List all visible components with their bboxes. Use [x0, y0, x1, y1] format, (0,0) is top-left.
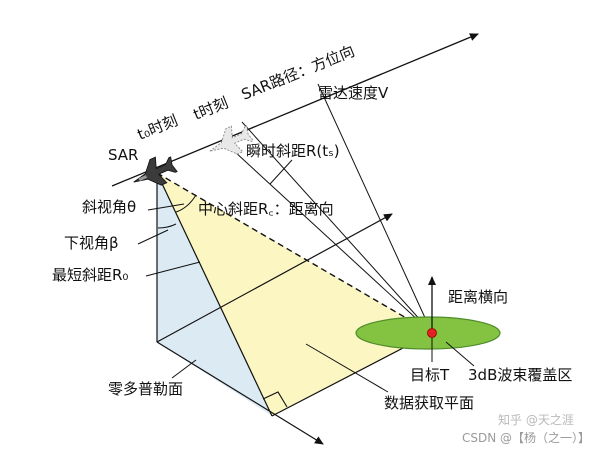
target-point	[427, 328, 437, 338]
ground-range-arrow	[156, 213, 393, 343]
right-angle-marker	[262, 391, 288, 408]
target-label: 目标T	[410, 366, 450, 384]
acquisition-plane-shape	[157, 173, 432, 416]
zero-doppler-label: 零多普勒面	[108, 380, 183, 398]
t-time-label: t时刻	[191, 94, 231, 124]
beam-pointer	[445, 341, 475, 367]
fighter-jet-icon	[133, 156, 178, 186]
look-down-angle-arc	[157, 223, 177, 229]
radar-velocity-label: 雷达速度V	[318, 84, 389, 102]
shortest-slant-line	[156, 172, 273, 417]
instant-pointer	[269, 159, 293, 185]
fighter-jet-outline-icon	[209, 125, 254, 155]
shortest-slant-label: 最短斜距R₀	[52, 266, 128, 284]
sar-label: SAR	[108, 146, 138, 164]
look-down-label: 下视角β	[64, 234, 119, 252]
shortest-pointer	[145, 261, 201, 277]
squint-angle-arc	[175, 194, 197, 213]
sar-path-arrow	[111, 33, 479, 187]
center-slant-label: 中心斜距R꜀：距离向	[198, 200, 334, 218]
velocity-line	[317, 83, 433, 334]
zero-doppler-pointer	[171, 359, 197, 379]
instant-slant-label: 瞬时斜距R(tₛ)	[246, 142, 340, 160]
range-cross-label: 距离横向	[448, 288, 508, 306]
ground-axis-arrow	[156, 341, 324, 445]
t0-time-label: t₀时刻	[135, 111, 181, 143]
squint-angle-label: 斜视角θ	[82, 198, 136, 216]
beam-footprint-label: 3dB波束覆盖区	[468, 366, 572, 384]
squint-pointer	[147, 203, 185, 211]
lookdown-pointer	[137, 229, 169, 245]
csdn-watermark: CSDN @【杨（之一）】	[462, 430, 590, 445]
acquisition-label: 数据获取平面	[384, 394, 474, 412]
t-time-line	[241, 121, 433, 334]
acquisition-pointer	[305, 343, 389, 393]
instant-slant-line	[221, 139, 433, 334]
center-slant-dashed-line	[156, 172, 433, 334]
zhihu-watermark: 知乎 @天之涯	[498, 413, 574, 427]
